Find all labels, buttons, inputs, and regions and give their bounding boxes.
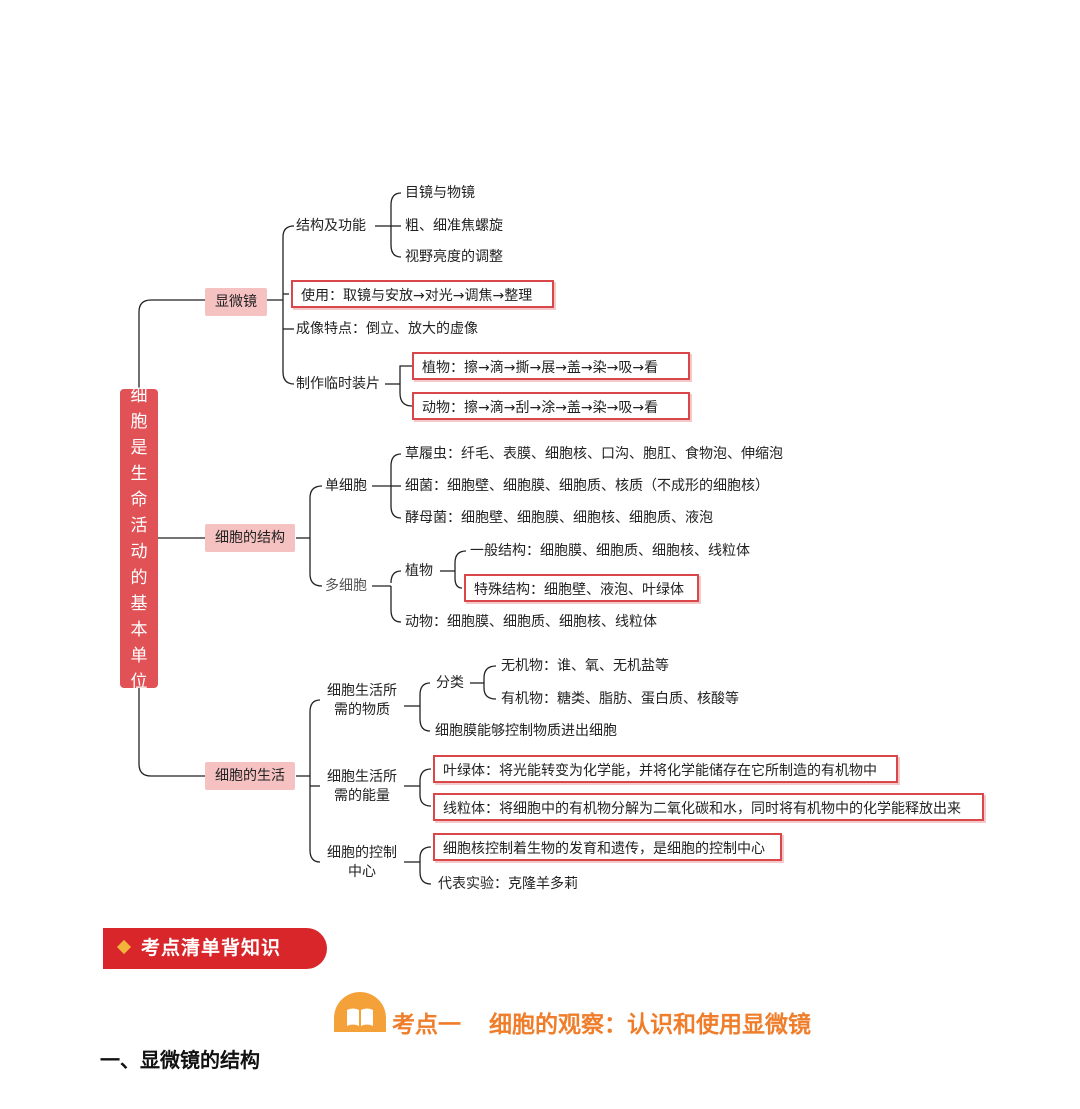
node-animal-cell: 动物：细胞膜、细胞质、细胞核、线粒体 xyxy=(405,614,657,630)
mindmap-root-label: 细胞是生命活动的基本单位 xyxy=(130,385,148,692)
node-clone-experiment: 代表实验：克隆羊多莉 xyxy=(438,876,578,892)
node-plant-general: 一般结构：细胞膜、细胞质、细胞核、线粒体 xyxy=(470,543,750,559)
kaodian-title: 细胞的观察：认识和使用显微镜 xyxy=(489,1012,811,1038)
kaodian-banner: 考点清单背知识 xyxy=(103,928,327,969)
node-plant-special: 特殊结构：细胞壁、液泡、叶绿体 xyxy=(464,574,699,602)
node-chloroplast: 叶绿体：将光能转变为化学能，并将化学能储存在它所制造的有机物中 xyxy=(433,755,898,783)
node-temp-slide: 制作临时装片 xyxy=(296,376,380,392)
banner-label: 考点清单背知识 xyxy=(141,937,282,959)
node-organic: 有机物：糖类、脂肪、蛋白质、核酸等 xyxy=(501,691,739,707)
branch-microscope: 显微镜 xyxy=(205,288,267,316)
kaodian-number: 考点一 xyxy=(392,1012,461,1038)
node-membrane: 细胞膜能够控制物质进出细胞 xyxy=(435,723,617,739)
book-icon xyxy=(334,992,386,1032)
node-plant-slide: 植物：擦→滴→撕→展→盖→染→吸→看 xyxy=(412,352,690,380)
node-control: 细胞的控制中心 xyxy=(327,845,397,880)
node-brightness: 视野亮度的调整 xyxy=(405,249,503,265)
node-mitochondria: 线粒体：将细胞中的有机物分解为二氧化碳和水，同时将有机物中的化学能释放出来 xyxy=(433,793,984,821)
branch-cell-life: 细胞的生活 xyxy=(205,762,295,790)
node-paramecium: 草履虫：纤毛、表膜、细胞核、口沟、胞肛、食物泡、伸缩泡 xyxy=(405,446,783,462)
node-inorganic: 无机物：谁、氧、无机盐等 xyxy=(501,658,669,674)
node-plant-cell: 植物 xyxy=(405,563,433,579)
node-focus-knobs: 粗、细准焦螺旋 xyxy=(405,218,503,234)
node-eyepiece-objective: 目镜与物镜 xyxy=(405,185,475,201)
section-title: 一、显微镜的结构 xyxy=(100,1048,260,1072)
diamond-icon xyxy=(116,939,132,954)
node-bacteria: 细菌：细胞壁、细胞膜、细胞质、核质（不成形的细胞核） xyxy=(405,478,769,494)
node-use-steps: 使用：取镜与安放→对光→调焦→整理 xyxy=(291,280,554,308)
node-imaging: 成像特点：倒立、放大的虚像 xyxy=(296,321,478,337)
node-single-cell: 单细胞 xyxy=(325,478,367,494)
node-animal-slide: 动物：擦→滴→刮→涂→盖→染→吸→看 xyxy=(412,392,690,420)
node-multi-cell: 多细胞 xyxy=(325,578,367,594)
node-energy: 细胞生活所需的能量 xyxy=(327,769,397,804)
branch-cell-structure: 细胞的结构 xyxy=(205,524,295,552)
mindmap-root: 细胞是生命活动的基本单位 xyxy=(120,386,158,692)
node-matter: 细胞生活所需的物质 xyxy=(327,683,397,718)
kaodian-heading: 考点一 细胞的观察：认识和使用显微镜 xyxy=(392,1005,811,1039)
node-yeast: 酵母菌：细胞壁、细胞膜、细胞核、细胞质、液泡 xyxy=(405,510,713,526)
node-structure-function: 结构及功能 xyxy=(296,218,366,234)
node-nucleus: 细胞核控制着生物的发育和遗传，是细胞的控制中心 xyxy=(433,833,782,861)
node-classify: 分类 xyxy=(436,675,464,691)
